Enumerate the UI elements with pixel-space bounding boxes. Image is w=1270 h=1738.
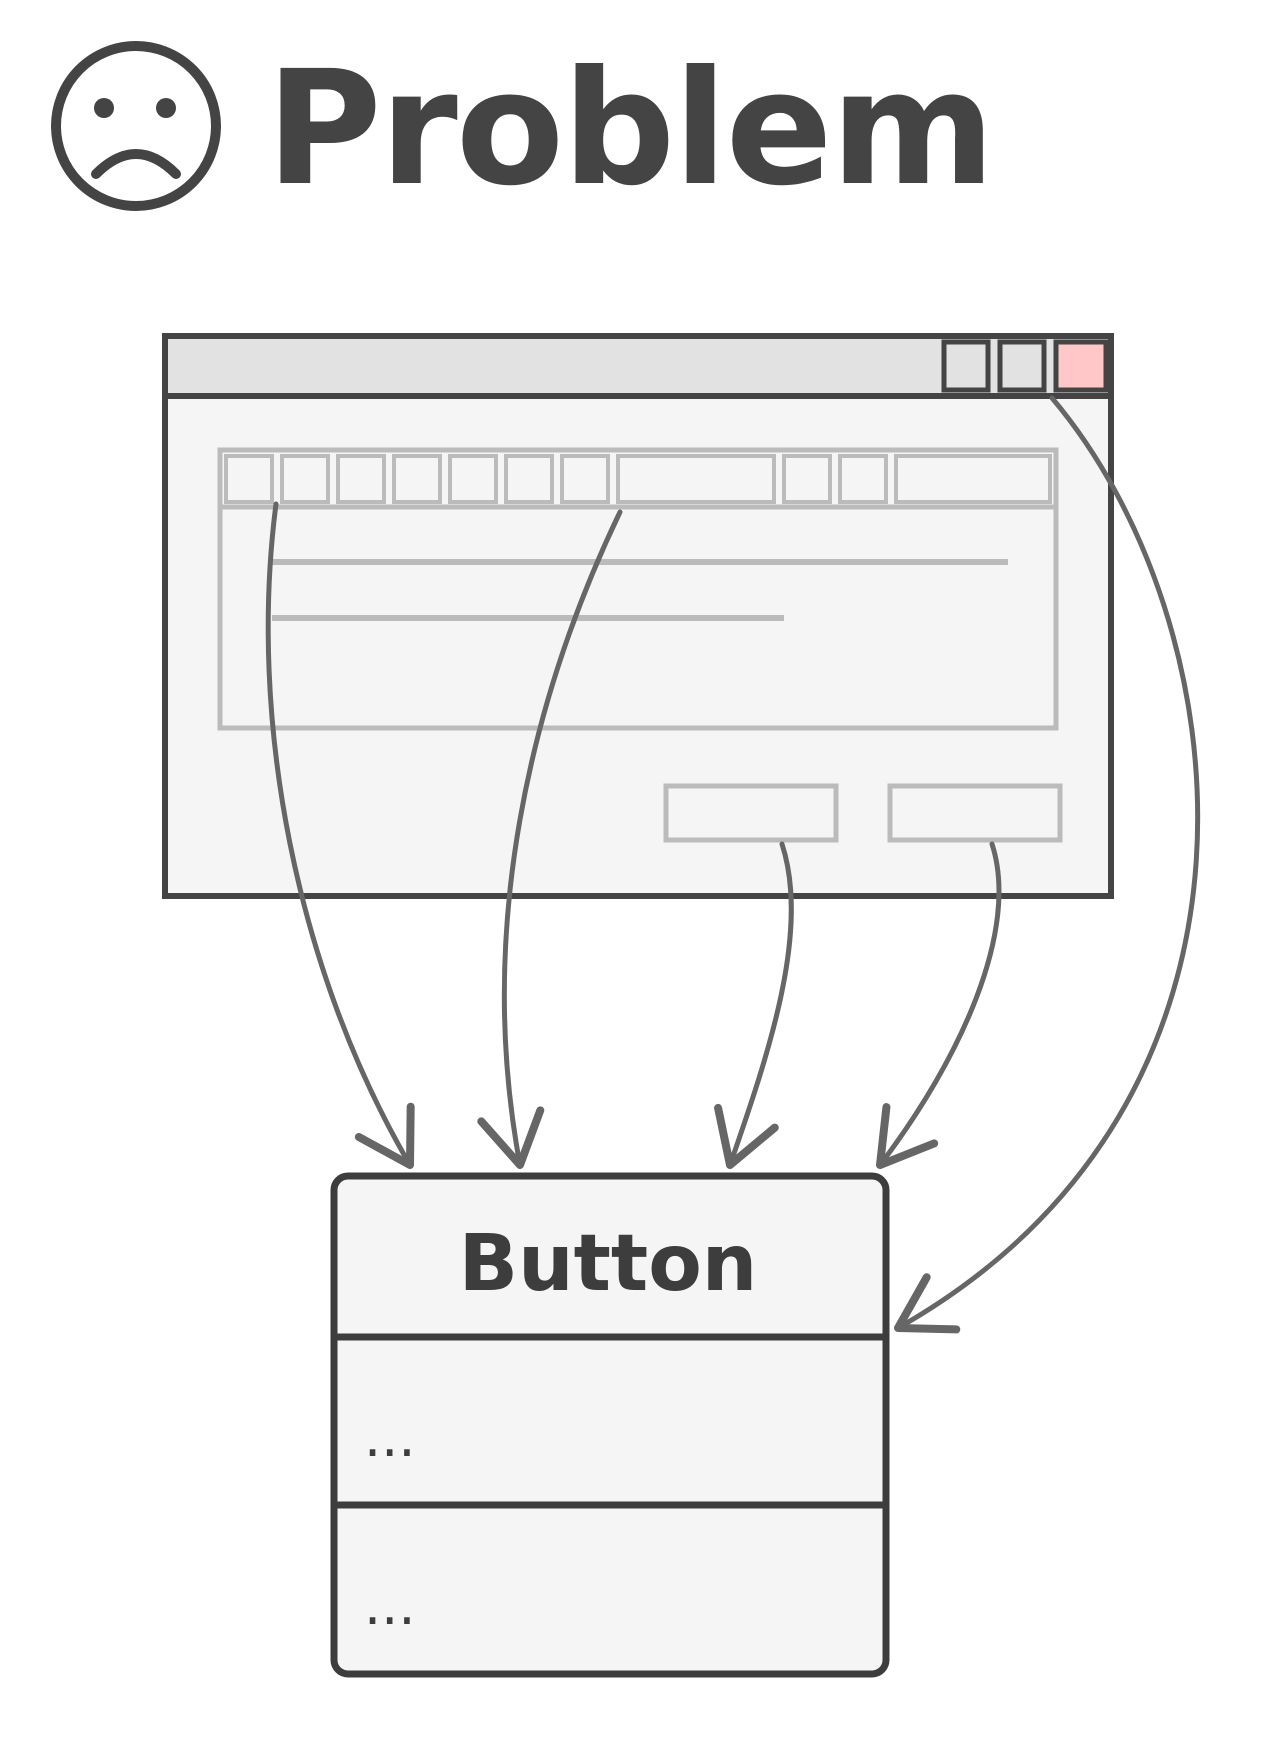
class-methods: ... bbox=[364, 1574, 416, 1637]
class-name: Button bbox=[459, 1219, 758, 1309]
title-row: Problem bbox=[48, 38, 1048, 218]
close-button[interactable] bbox=[1053, 339, 1109, 393]
arrow-dialog-button-left bbox=[714, 841, 794, 1169]
toolbar-button-9[interactable] bbox=[838, 454, 888, 504]
toolbar-button-7[interactable] bbox=[560, 454, 610, 504]
sad-face-icon bbox=[51, 41, 221, 211]
dialog-button-right[interactable] bbox=[887, 783, 1063, 843]
toolbar-button-8[interactable] bbox=[782, 454, 832, 504]
toolbar-button-1[interactable] bbox=[224, 454, 274, 504]
arrow-dialog-button-right bbox=[876, 841, 1002, 1169]
app-window bbox=[162, 333, 1114, 899]
minimize-button[interactable] bbox=[941, 339, 991, 393]
class-fields: ... bbox=[364, 1406, 416, 1469]
dialog-button-left[interactable] bbox=[663, 783, 839, 843]
toolbar-button-3[interactable] bbox=[336, 454, 386, 504]
toolbar bbox=[224, 454, 1052, 504]
button-class-box: Button ... ... bbox=[330, 1172, 890, 1678]
maximize-button[interactable] bbox=[997, 339, 1047, 393]
content-panel bbox=[217, 447, 1059, 731]
toolbar-button-10[interactable] bbox=[894, 454, 1052, 504]
toolbar-button-6[interactable] bbox=[504, 454, 554, 504]
text-lines bbox=[272, 559, 1008, 621]
arrow-toolbar-button-1 bbox=[265, 501, 415, 1169]
arrow-toolbar-wide-button bbox=[477, 509, 623, 1169]
toolbar-button-2[interactable] bbox=[280, 454, 330, 504]
toolbar-wide-button[interactable] bbox=[616, 454, 776, 504]
arrow-close-button bbox=[894, 395, 1201, 1334]
arrows bbox=[265, 395, 1201, 1334]
page-title: Problem bbox=[266, 37, 995, 221]
toolbar-button-5[interactable] bbox=[448, 454, 498, 504]
toolbar-button-4[interactable] bbox=[392, 454, 442, 504]
